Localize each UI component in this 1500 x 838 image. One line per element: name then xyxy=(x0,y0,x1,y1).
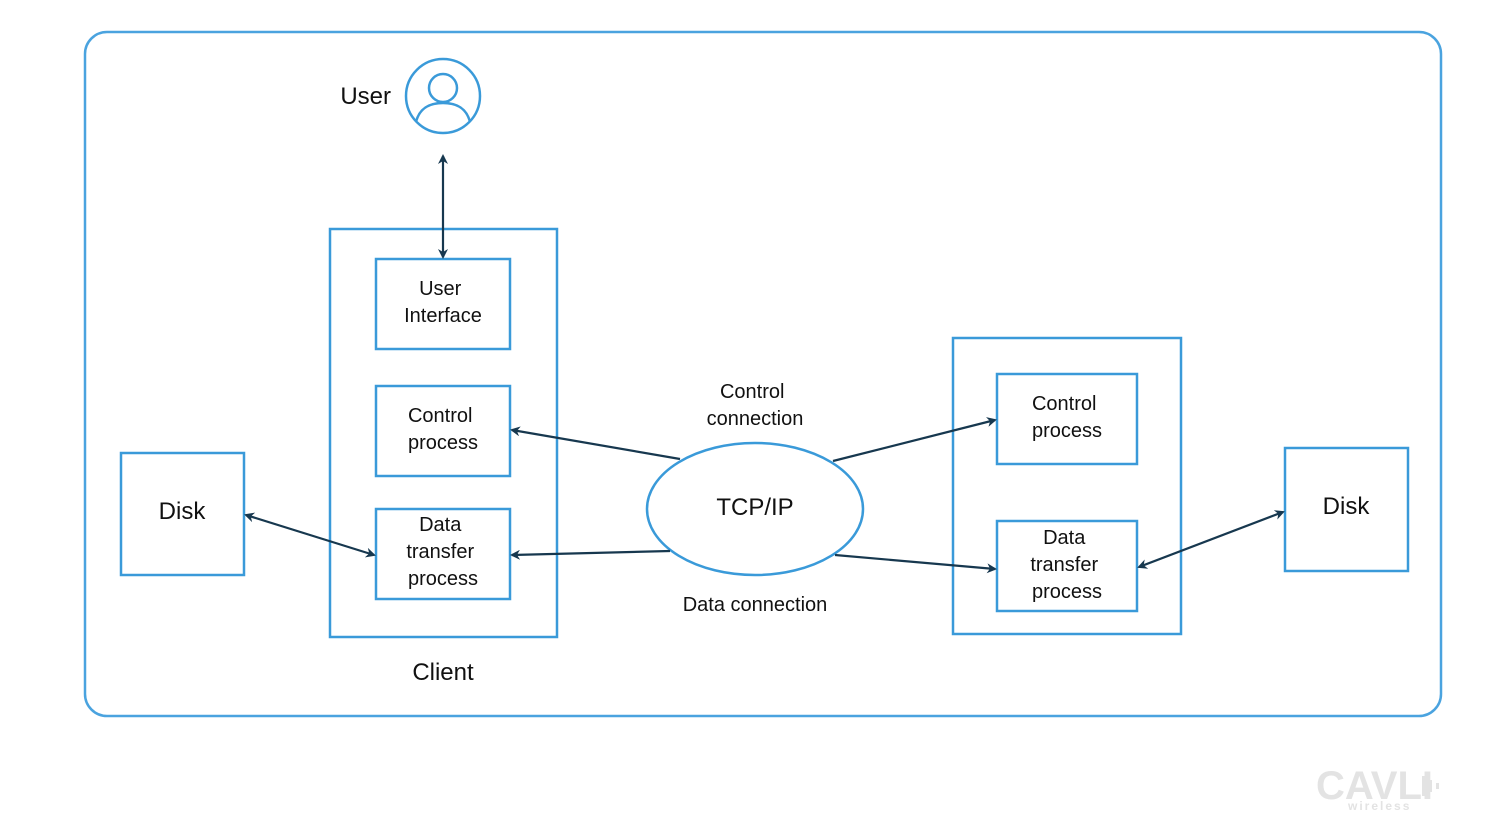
client-data-transfer-process-label: Data transfer process xyxy=(406,514,479,590)
server-data-transfer-process-label: Data transfer process xyxy=(1030,527,1103,603)
client-label: Client xyxy=(412,659,474,686)
cavli-logo: CAVLI wireless xyxy=(1316,764,1439,813)
server-data-transfer-process-box xyxy=(995,519,1139,613)
svg-text:wireless: wireless xyxy=(1347,799,1411,813)
client-control-process-box xyxy=(374,384,512,478)
tcpip-label: TCP/IP xyxy=(716,494,793,521)
server-control-process-box xyxy=(995,372,1139,466)
user-label: User xyxy=(340,83,391,110)
server-control-process-label: Control process xyxy=(1032,393,1102,442)
tcpip-to-client-control-arrow xyxy=(510,426,681,461)
outer-frame xyxy=(83,30,1443,718)
user-icon xyxy=(404,57,482,135)
client-control-process-label: Control process xyxy=(408,405,478,454)
tcpip-ellipse xyxy=(645,441,865,577)
right-disk-label: Disk xyxy=(1323,493,1371,520)
tcpip-to-server-control-arrow xyxy=(832,417,997,463)
user-interface-box xyxy=(374,257,512,351)
control-connection-label: Control connection xyxy=(707,381,804,430)
left-disk-box xyxy=(119,451,246,577)
user-interface-label: User Interface xyxy=(404,278,482,327)
tcpip-to-server-data-arrow xyxy=(834,553,997,574)
left-disk-label: Disk xyxy=(159,498,207,525)
right-disk-box xyxy=(1283,446,1410,573)
left-disk-data-arrow xyxy=(244,512,376,558)
client-data-transfer-process-box xyxy=(374,507,512,601)
tcpip-to-client-data-arrow xyxy=(510,549,671,560)
right-disk-data-arrow xyxy=(1137,510,1285,569)
data-connection-label: Data connection xyxy=(683,594,828,616)
svg-text:CAVLI: CAVLI xyxy=(1316,764,1433,808)
